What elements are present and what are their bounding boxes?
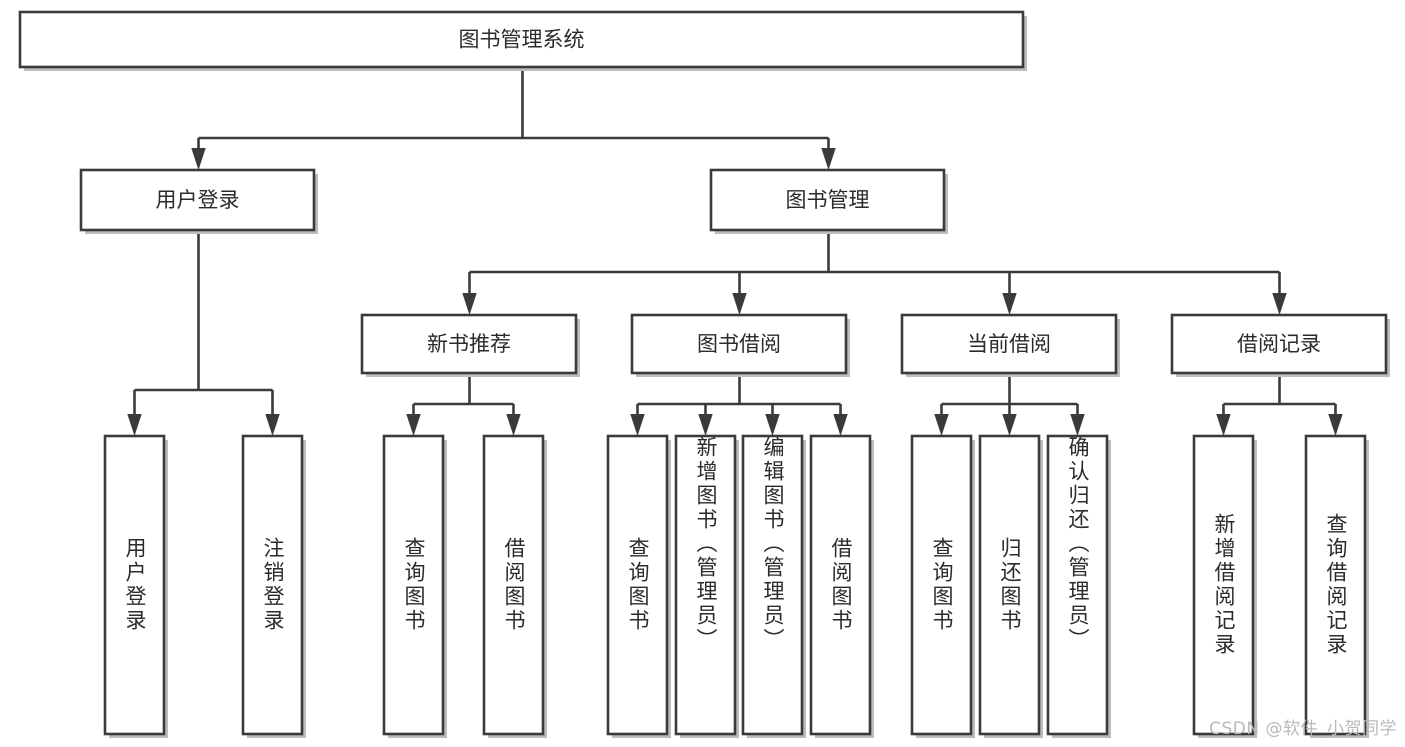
arrowhead-book-borrow — [732, 293, 747, 315]
arrowhead-leaf-query-book-2 — [630, 414, 645, 436]
node-current-borrow-label: 当前借阅 — [967, 332, 1051, 356]
node-leaf-query-book-3[interactable] — [910, 434, 973, 736]
node-root[interactable] — [18, 10, 1025, 69]
arrowhead-current-borrow — [1002, 293, 1017, 315]
csdn-watermark: CSDN @软件_小贺同学 — [1209, 719, 1397, 739]
node-user-login-label: 用户登录 — [156, 188, 240, 212]
arrowhead-leaf-borrow-book-2 — [833, 414, 848, 436]
edge-layer — [127, 67, 1343, 436]
node-leaf-query-record[interactable] — [1304, 434, 1367, 736]
node-layer: 图书管理系统 用户登录 图书管理 新书推荐 图书借阅 当前借阅 借阅记录 — [18, 10, 1390, 738]
arrowhead-leaf-query-book-3 — [934, 414, 949, 436]
arrowhead-leaf-borrow-book-1 — [506, 414, 521, 436]
node-user-login[interactable] — [79, 168, 316, 232]
node-leaf-add-record[interactable] — [1192, 434, 1255, 736]
node-new-book-recommend[interactable] — [360, 313, 578, 375]
node-borrow-record[interactable] — [1170, 313, 1388, 375]
node-book-borrow-label: 图书借阅 — [697, 332, 781, 356]
arrowhead-leaf-query-record — [1328, 414, 1343, 436]
arrowhead-leaf-add-book — [698, 414, 713, 436]
node-leaf-edit-book[interactable] — [741, 434, 804, 736]
node-leaf-user-login[interactable] — [103, 434, 166, 736]
arrowhead-new-book-recommend — [462, 293, 477, 315]
arrowhead-user-login — [191, 148, 206, 170]
node-borrow-record-label: 借阅记录 — [1237, 332, 1321, 356]
node-leaf-query-book-2[interactable] — [606, 434, 669, 736]
arrowhead-leaf-confirm-return — [1070, 414, 1085, 436]
node-leaf-return-book[interactable] — [978, 434, 1041, 736]
arrowhead-leaf-edit-book — [765, 414, 780, 436]
node-current-borrow[interactable] — [900, 313, 1118, 375]
arrowhead-leaf-query-book-1 — [406, 414, 421, 436]
arrowhead-book-management — [821, 148, 836, 170]
node-leaf-add-book[interactable] — [674, 434, 737, 736]
arrowhead-leaf-add-record — [1216, 414, 1231, 436]
node-root-label: 图书管理系统 — [459, 28, 585, 52]
arrowhead-leaf-user-logout — [265, 414, 280, 436]
node-leaf-user-logout[interactable] — [241, 434, 304, 736]
node-leaf-borrow-book-2[interactable] — [809, 434, 872, 736]
node-leaf-query-book-1[interactable] — [382, 434, 445, 736]
arrowhead-leaf-user-login — [127, 414, 142, 436]
node-book-management[interactable] — [709, 168, 946, 232]
node-book-borrow[interactable] — [630, 313, 848, 375]
node-new-book-recommend-label: 新书推荐 — [427, 332, 511, 356]
node-leaf-confirm-return[interactable] — [1046, 434, 1109, 736]
node-book-management-label: 图书管理 — [786, 188, 870, 212]
arrowhead-borrow-record — [1272, 293, 1287, 315]
arrowhead-leaf-return-book — [1002, 414, 1017, 436]
node-leaf-borrow-book-1[interactable] — [482, 434, 545, 736]
